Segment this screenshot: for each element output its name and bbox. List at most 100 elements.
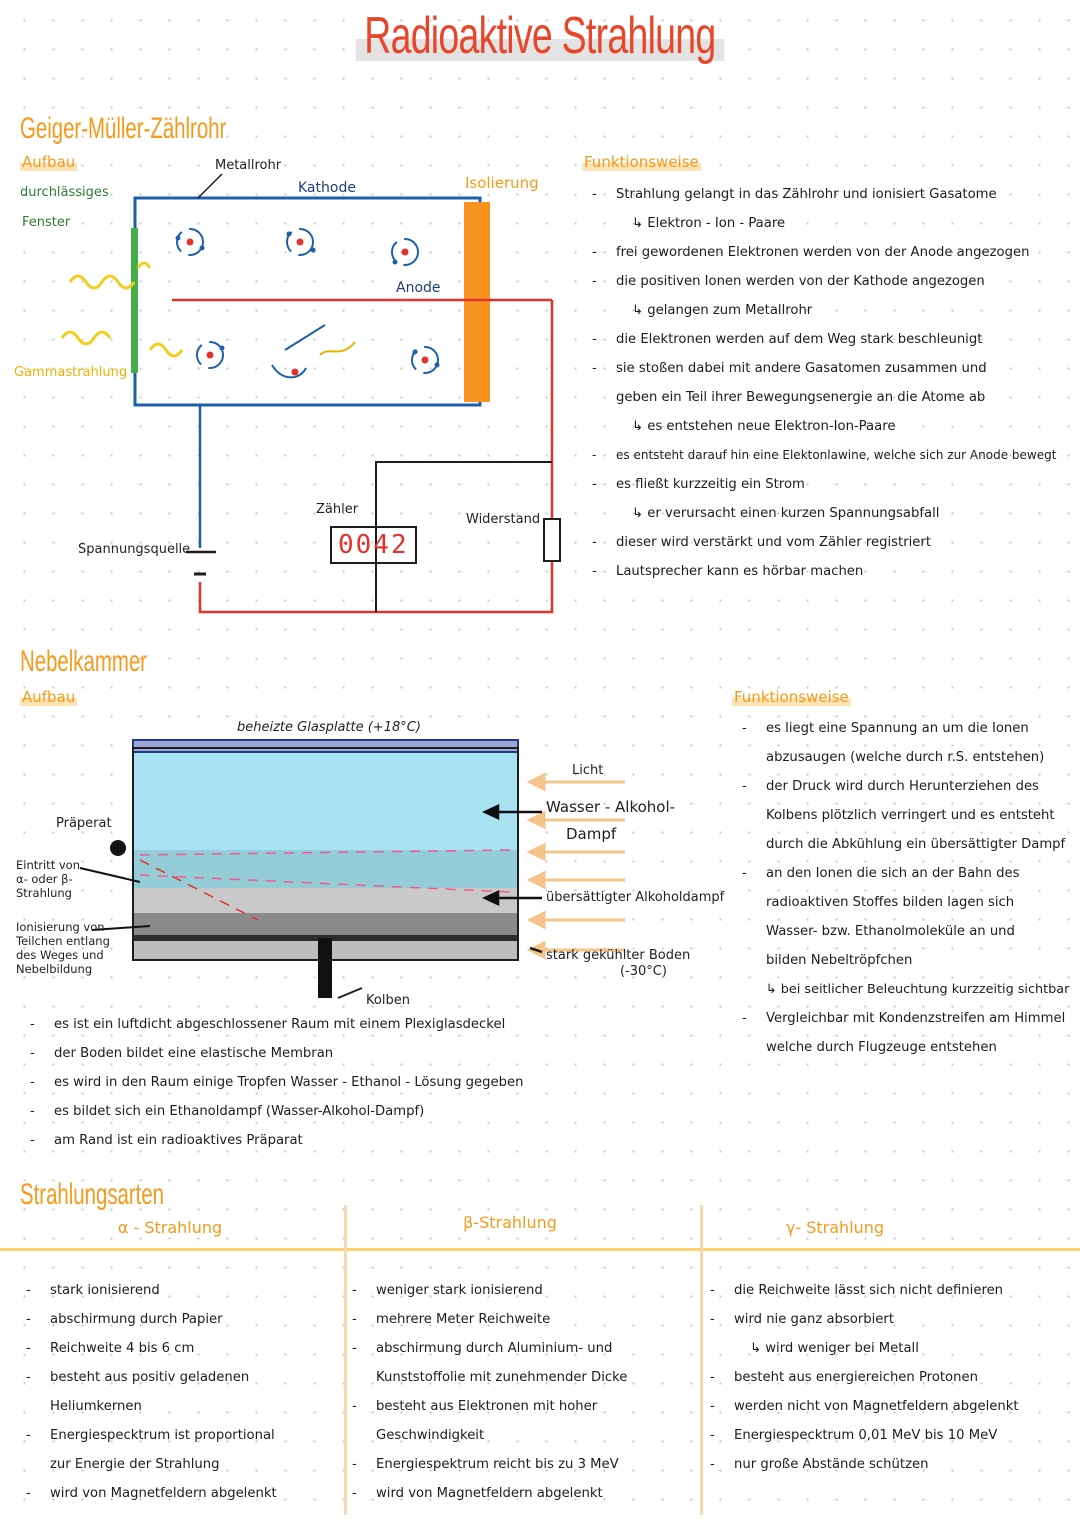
list-item: Strahlung gelangt in das Zählrohr und io… [588,180,1068,209]
cooled-layer [133,913,518,935]
label-boden: stark gekühlter Boden [546,948,691,963]
preparat-dot [110,840,126,856]
pointer-metallrohr [197,173,223,199]
list-item: es fließt kurzzeitig ein Strom [588,470,1068,499]
list-item: wird von Magnetfeldern abgelenkt [22,1479,342,1508]
supersaturated-layer [133,888,518,913]
label-ionisierung-3: des Weges und [16,948,104,962]
resistor [543,518,561,562]
list-item: wird nie ganz absorbiert [706,1305,1076,1334]
label-spannungsquelle: Spannungsquelle [78,542,191,557]
list-item: stark ionisierend [22,1276,342,1305]
list-item: ↳ er verursacht einen kurzen Spannungsab… [632,506,940,521]
list-item: Reichweite 4 bis 6 cm [22,1334,342,1363]
label-durchlaessig: durchlässiges [20,185,109,200]
label-anode: Anode [396,280,441,296]
label-uebersaettigt: übersättigter Alkoholdampf [546,890,725,905]
subheading-aufbau-nebel: Aufbau [20,688,78,706]
list-item: die Elektronen werden auf dem Weg stark … [588,325,1068,354]
list-item: besteht aus energiereichen Protonen [706,1363,1076,1392]
list-item: die positiven Ionen werden von der Katho… [588,267,1068,296]
list-item: der Druck wird durch Herunterziehen des [738,772,1078,801]
list-item: besteht aus Elektronen mit hoher [348,1392,698,1421]
gamma-properties-list: die Reichweite lässt sich nicht definier… [706,1276,1076,1479]
list-item: es bildet sich ein Ethanoldampf (Wasser-… [26,1097,646,1126]
list-item: Heliumkernen [50,1399,142,1414]
label-gammastrahlung: Gammastrahlung [14,365,128,380]
list-item: nur große Abstände schützen [706,1450,1076,1479]
column-title-beta: β-Strahlung [463,1213,557,1232]
radiation-wave [60,330,112,346]
section-heading-geiger: Geiger-Müller-Zählrohr [20,112,227,145]
label-boden-temp: (-30°C) [620,964,667,979]
label-dampf-2: Dampf [566,825,617,843]
nebel-aufbau-notes: es ist ein luftdicht abgeschlossener Rau… [26,1010,646,1155]
list-item: Lautsprecher kann es hörbar machen [588,557,1068,586]
list-item: bilden Nebeltröpfchen [766,953,913,968]
label-ionisierung-1: Ionisierung von [16,920,105,934]
label-dampf: Wasser - Alkohol- [546,798,676,816]
list-item: Kolbens plötzlich verringert und es ents… [766,808,1055,823]
list-item: Energiespecktrum ist proportional [22,1421,342,1450]
list-item: ↳ es entstehen neue Elektron-Ion-Paare [632,419,896,434]
list-item: es ist ein luftdicht abgeschlossener Rau… [26,1010,646,1039]
list-item: ↳ bei seitlicher Beleuchtung kurzzeitig … [766,982,1070,997]
list-item: Geschwindigkeit [376,1428,485,1443]
label-kathode: Kathode [298,180,356,196]
list-item: abschirmung durch Papier [22,1305,342,1334]
geiger-mueller-diagram [60,173,561,614]
insulation [464,202,490,402]
alpha-properties-list: stark ionisierendabschirmung durch Papie… [22,1276,342,1508]
label-glasplatte: beheizte Glasplatte (+18°C) [237,720,421,735]
list-item: sie stoßen dabei mit andere Gasatomen zu… [588,354,1068,383]
list-item: abzusaugen (welche durch r.S. entstehen) [766,750,1045,765]
list-item: Kunststoffolie mit zunehmender Dicke [376,1370,628,1385]
column-title-alpha: α - Strahlung [117,1218,223,1237]
column-divider-1 [344,1205,347,1515]
label-ionisierung-4: Nebelbildung [16,962,93,976]
list-item: radioaktiven Stoffes bilden lagen sich [766,895,1015,910]
label-isolierung: Isolierung [465,174,539,192]
list-item: dieser wird verstärkt und vom Zähler reg… [588,528,1068,557]
list-item: weniger stark ionisierend [348,1276,698,1305]
list-item: Vergleichbar mit Kondenzstreifen am Himm… [738,1004,1078,1033]
metal-tube [133,196,482,407]
subheading-aufbau-geiger: Aufbau [20,153,78,171]
list-item: der Boden bildet eine elastische Membran [26,1039,646,1068]
label-widerstand: Widerstand [466,512,541,527]
list-item: am Rand ist ein radioaktives Präparat [26,1126,646,1155]
atom [176,228,439,374]
list-item: Energiespecktrum 0,01 MeV bis 10 MeV [706,1421,1076,1450]
list-item: abschirmung durch Aluminium- und [348,1334,698,1363]
label-eintritt-2: α- oder β- [16,872,73,886]
list-item: es liegt eine Spannung an um die Ionen [738,714,1078,743]
column-title-gamma: γ- Strahlung [785,1218,885,1237]
table-header-rule [0,1248,1080,1251]
section-heading-strahlungsarten: Strahlungsarten [20,1178,165,1211]
list-item: geben ein Teil ihrer Bewegungsenergie an… [616,390,986,405]
label-licht: Licht [572,763,604,778]
nebel-functionality-list: es liegt eine Spannung an um die Ionen ab… [738,714,1078,1062]
column-divider-2 [700,1205,703,1515]
section-heading-nebelkammer: Nebelkammer [20,645,147,678]
label-eintritt-1: Eintritt von [16,858,80,872]
subheading-funktionsweise-geiger: Funktionsweise [582,153,701,171]
window [131,228,138,373]
label-metallrohr: Metallrohr [215,158,282,173]
list-item: mehrere Meter Reichweite [348,1305,698,1334]
list-item: ↳ Elektron - Ion - Paare [632,216,786,231]
list-item: frei gewordenen Elektronen werden von de… [588,238,1068,267]
list-item: ↳ gelangen zum Metallrohr [632,303,813,318]
list-item: zur Energie der Strahlung [50,1457,220,1472]
glass-plate [132,739,519,753]
radiation-wave [68,274,136,290]
list-item: ↳ wird weniger bei Metall [750,1341,919,1356]
piston [318,938,332,998]
page-title: Radioaktive Strahlung [0,6,1080,66]
list-item: werden nicht von Magnetfeldern abgelenkt [706,1392,1076,1421]
counter-display: 0042 [330,526,417,564]
list-item: an den Ionen die sich an der Bahn des [738,859,1078,888]
beta-properties-list: weniger stark ionisierendmehrere Meter R… [348,1276,698,1508]
label-ionisierung-2: Teilchen entlang [16,934,110,948]
label-kolben: Kolben [366,993,410,1008]
